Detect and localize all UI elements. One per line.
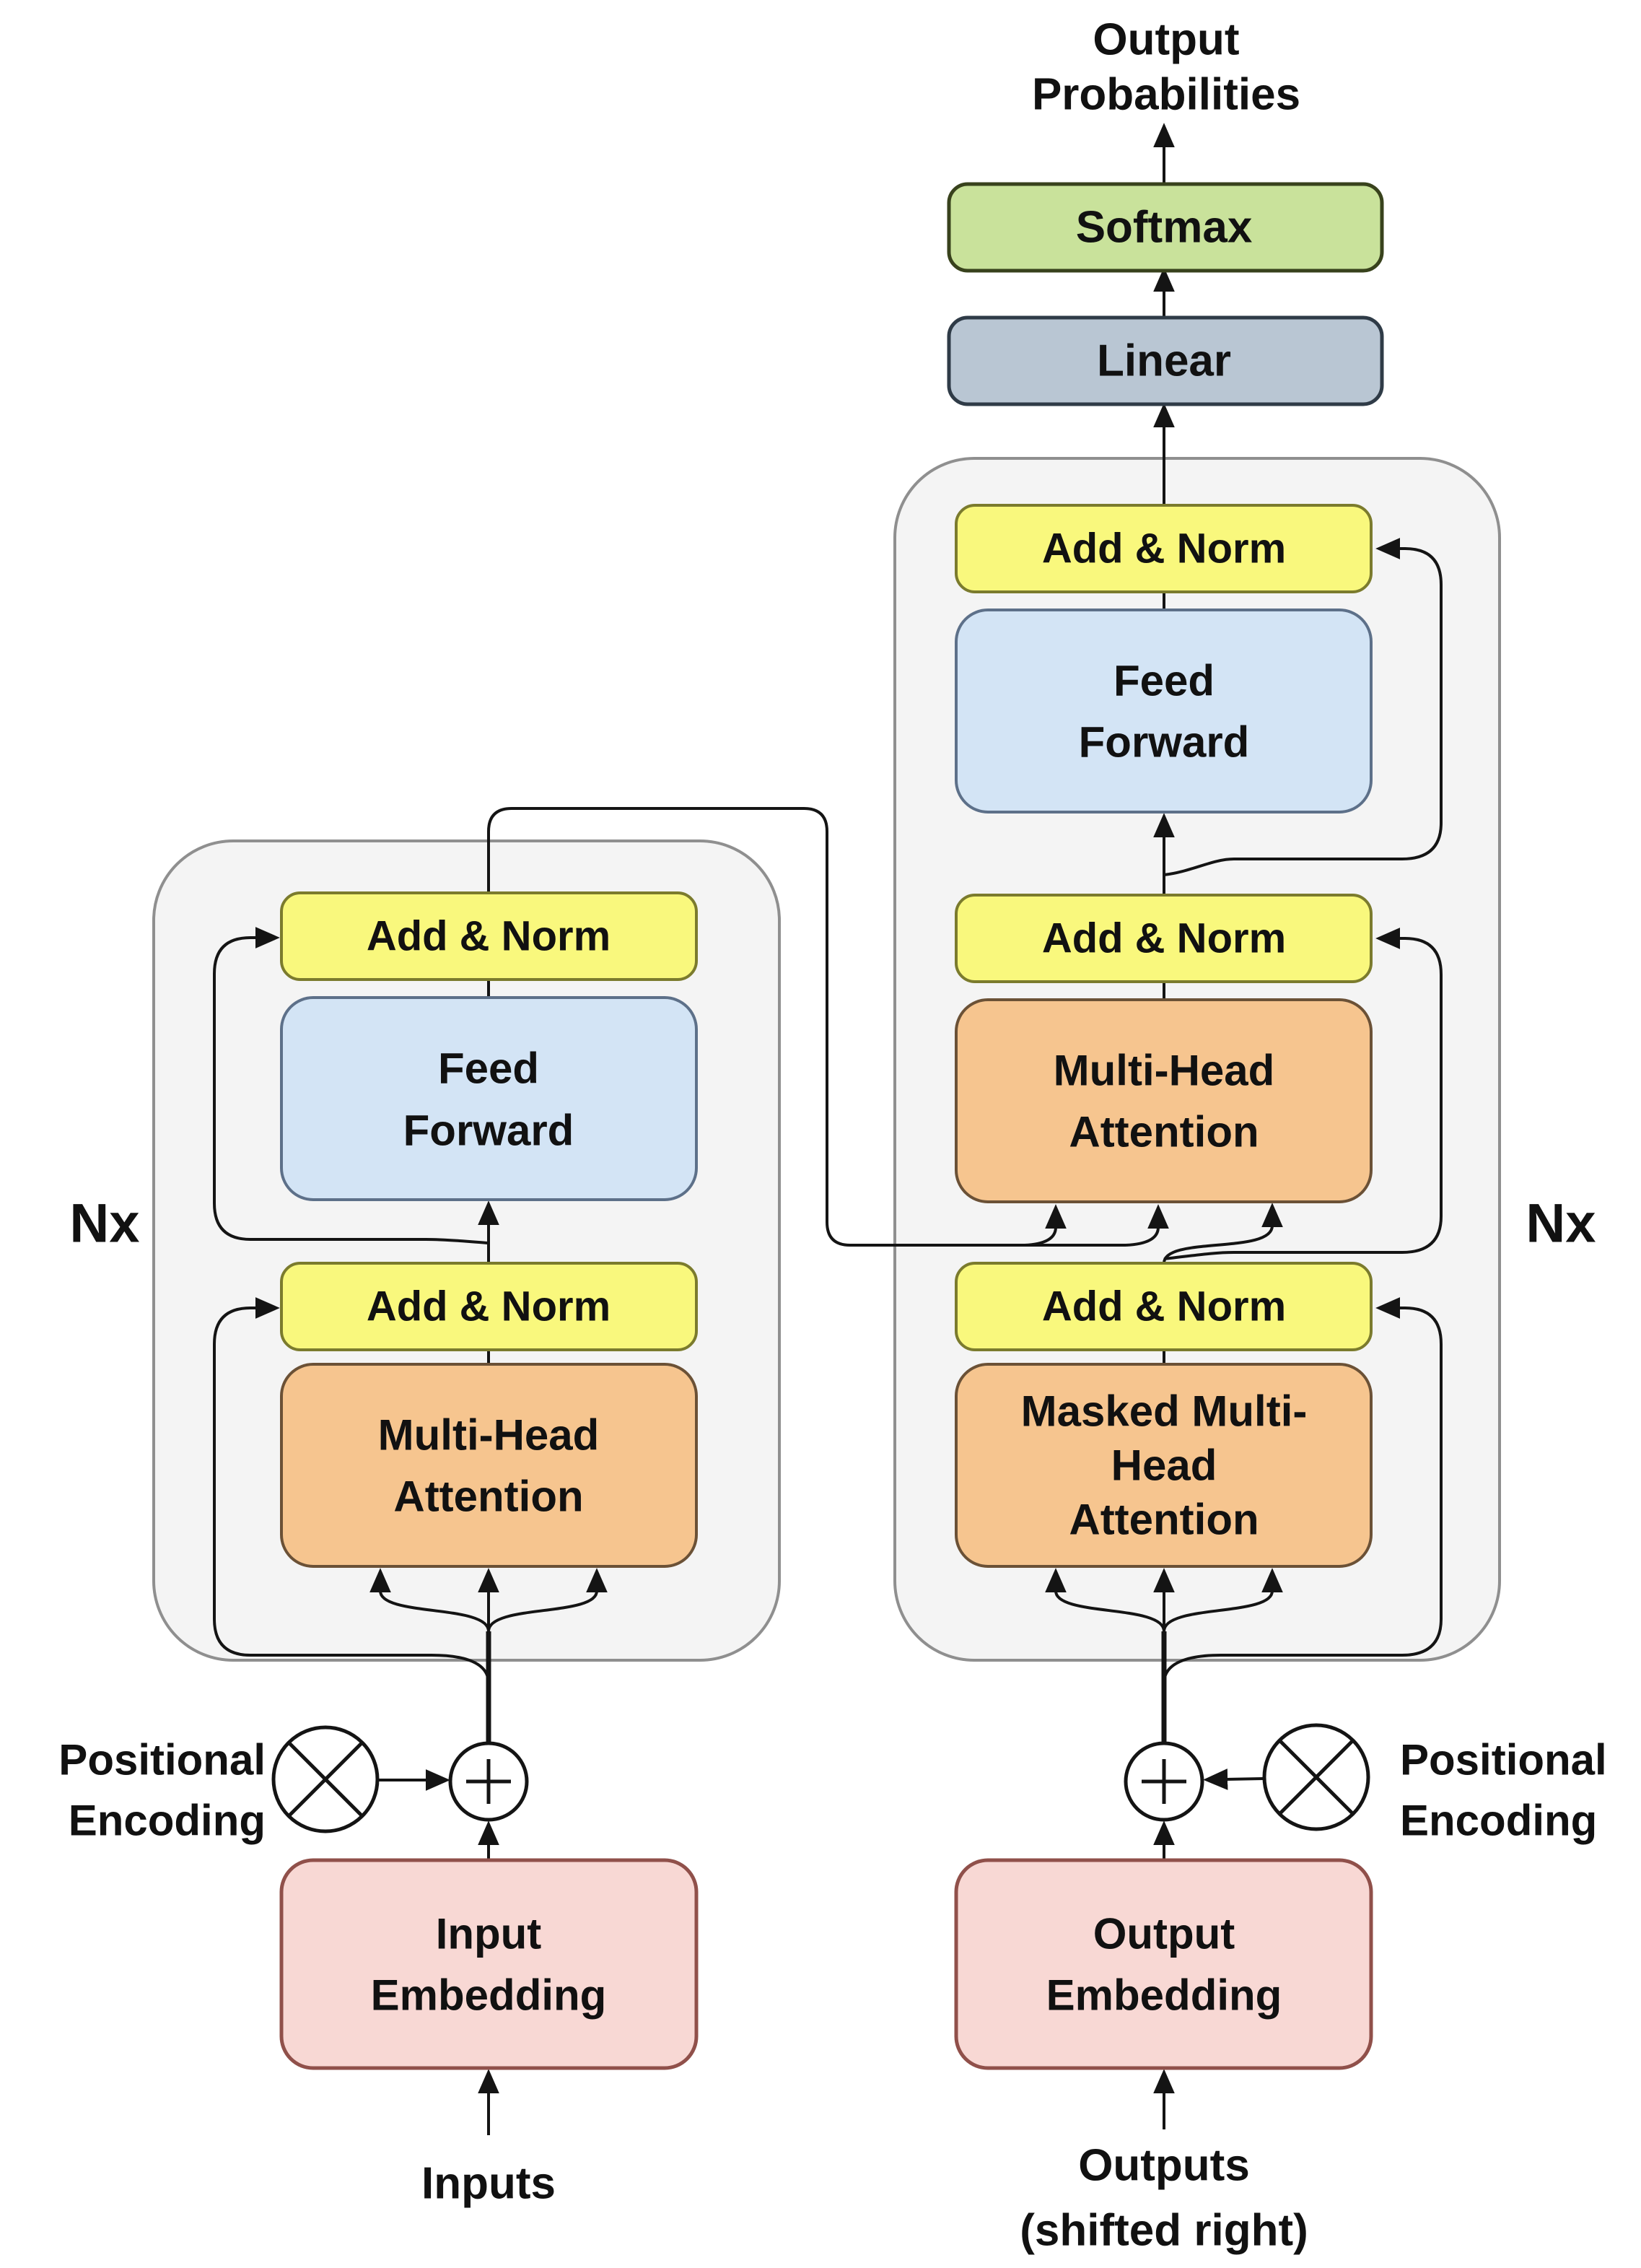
decoder-cross-attention-residual [1163,928,1443,1260]
linear-box: Linear [947,315,1384,406]
encoder-positional-label-line1: Positional [58,1736,266,1784]
decoder-masked-multi-head-attention-box: Masked Multi- Head Attention [955,1363,1373,1568]
encoder-feedforward-residual [213,927,489,1244]
decoder-masked-mha-label-line1: Masked Multi- [1021,1387,1308,1436]
decoder-positional-label-line1: Positional [1400,1736,1607,1784]
input-embedding-box: Input Embedding [279,1858,699,2070]
encoder-positional-encoding: Positional Encoding [58,1725,529,1845]
outputs-label-line2: (shifted right) [1020,2206,1308,2256]
outputs-label-line1: Outputs [1078,2141,1250,2191]
encoder-multi-head-attention-box: Multi-Head Attention [280,1363,698,1568]
output-embedding-box: Output Embedding [954,1858,1373,2070]
inputs-label: Inputs [421,2159,556,2209]
decoder-masked-attention-residual [1163,1297,1443,1684]
encoder-self-attention-residual [213,1297,490,1684]
decoder-feed-forward-box: Feed Forward [955,609,1373,814]
encoder-attention-left-arrow [369,1568,490,1632]
decoder-masked-mha-label-line3: Attention [1069,1496,1259,1544]
decoder-mha-label-line1: Multi-Head [1054,1047,1275,1095]
decoder-add-norm-middle: Add & Norm [955,894,1373,983]
decoder-add-norm-middle-label: Add & Norm [1042,915,1286,962]
input-embedding-label-line1: Input [436,1910,542,1958]
output-embedding-label-line1: Output [1093,1910,1235,1958]
encoder-add-norm-upper-label: Add & Norm [367,913,611,960]
encoder-mha-label-line1: Multi-Head [378,1411,600,1460]
encoder-feed-value-arrow [1125,1204,1169,1247]
decoder-masked-right-arrow [1163,1568,1283,1632]
decoder-feed-forward-label-line1: Feed [1113,657,1215,705]
decoder-multi-head-attention-box: Multi-Head Attention [955,998,1373,1203]
decoder-add-norm-top: Add & Norm [955,504,1373,593]
decoder-mha-label-line2: Attention [1069,1108,1259,1156]
decoder-feedforward-residual [1163,538,1443,876]
decoder-positional-label-line2: Encoding [1400,1797,1597,1845]
encoder-positional-label-line2: Encoding [69,1797,266,1845]
decoder-positional-encoding: Positional Encoding [1124,1723,1607,1845]
decoder-feed-forward-label-line2: Forward [1079,718,1250,767]
decoder-masked-left-arrow [1045,1568,1165,1632]
softmax-box: Softmax [947,182,1384,273]
decoder-masked-mha-label-line2: Head [1111,1442,1217,1490]
encoder-nx-label: Nx [69,1193,139,1255]
decoder-multiply-circle-icon [1262,1723,1370,1831]
encoder-multiply-circle-icon [271,1725,380,1833]
encoder-attention-right-arrow [487,1568,608,1632]
linear-label: Linear [1097,336,1231,386]
decoder-add-norm-bottom: Add & Norm [955,1262,1373,1351]
encoder-add-norm-lower: Add & Norm [280,1262,698,1351]
output-probabilities-line1: Output [1093,15,1239,65]
decoder-plus-circle-icon [1124,1741,1204,1822]
output-embedding-label-line2: Embedding [1046,1971,1282,2020]
decoder-query-arrow [1163,1203,1283,1264]
decoder-nx-label: Nx [1526,1193,1596,1255]
encoder-mha-label-line2: Attention [393,1473,583,1521]
encoder-feed-key-arrow [1024,1204,1067,1247]
input-embedding-label-line2: Embedding [371,1971,607,2020]
encoder-add-norm-lower-label: Add & Norm [367,1283,611,1330]
decoder-add-norm-bottom-label: Add & Norm [1042,1283,1286,1330]
encoder-to-decoder-line [487,807,1126,1247]
encoder-feed-forward-label-line2: Forward [403,1107,574,1155]
encoder-feed-forward-box: Feed Forward [280,996,698,1201]
encoder-add-norm-upper: Add & Norm [280,891,698,981]
encoder-plus-circle-icon [448,1741,529,1822]
output-probabilities-label: Output Probabilities [1032,15,1300,120]
softmax-label: Softmax [1076,203,1253,253]
decoder-add-norm-top-label: Add & Norm [1042,525,1286,572]
encoder-feed-forward-label-line1: Feed [438,1044,539,1093]
output-probabilities-line2: Probabilities [1032,70,1300,120]
